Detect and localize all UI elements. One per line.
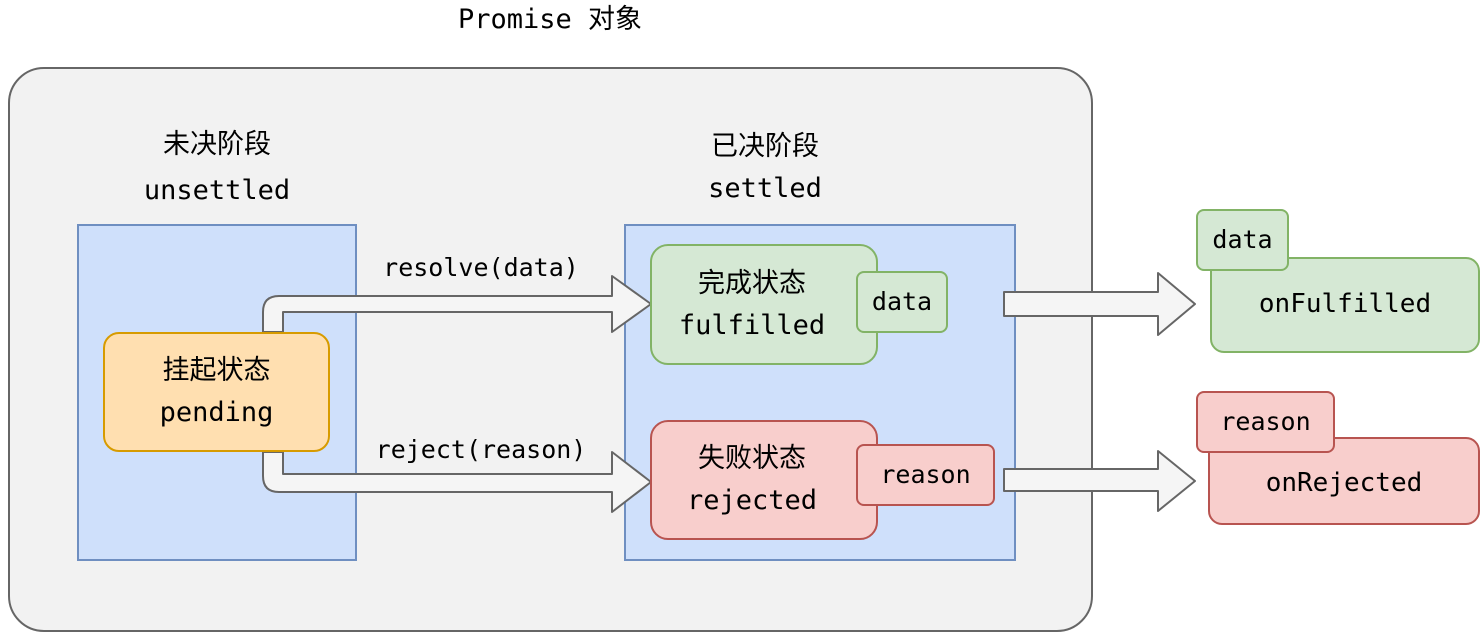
reject-transition-label: reject(reason) [356, 432, 606, 468]
reject-text: reject(reason) [375, 435, 587, 465]
on-fulfilled-tag-text: data [1212, 225, 1273, 255]
rejected-label-cn: 失败状态 [698, 443, 806, 475]
on-fulfilled-data-tag: data [1196, 209, 1289, 271]
unsettled-heading-en: unsettled [143, 175, 291, 206]
on-fulfilled-text: onFulfilled [1258, 288, 1432, 319]
fulfilled-state: 完成状态 fulfilled [650, 244, 878, 365]
unsettled-phase-heading: 未决阶段 unsettled [77, 118, 357, 218]
on-rejected-reason-tag: reason [1196, 391, 1335, 453]
pending-label-en: pending [159, 397, 274, 428]
data-tag-text: data [871, 287, 933, 317]
pending-label-cn: 挂起状态 [162, 355, 271, 387]
resolve-text: resolve(data) [383, 253, 579, 283]
rejected-label-en: rejected [686, 485, 818, 516]
settled-heading-en: settled [708, 173, 822, 204]
pending-state: 挂起状态 pending [103, 332, 330, 452]
resolve-transition-label: resolve(data) [356, 250, 606, 286]
fulfilled-label-cn: 完成状态 [698, 267, 806, 299]
on-fulfilled-handler: onFulfilled [1210, 257, 1480, 353]
on-rejected-tag-text: reason [1220, 407, 1311, 437]
fulfilled-data-tag: data [856, 271, 948, 333]
diagram-title: Promise 对象 [400, 2, 700, 38]
reason-tag-text: reason [880, 460, 971, 490]
fulfilled-label-en: fulfilled [678, 309, 826, 341]
on-rejected-handler: onRejected [1208, 437, 1480, 525]
settled-phase-heading: 已决阶段 settled [625, 122, 905, 214]
on-rejected-text: onRejected [1265, 467, 1423, 498]
settled-heading-cn: 已决阶段 [711, 131, 819, 163]
unsettled-heading-cn: 未决阶段 [163, 129, 271, 161]
rejected-reason-tag: reason [856, 444, 995, 506]
rejected-state: 失败状态 rejected [650, 420, 878, 540]
title-text: Promise 对象 [457, 4, 643, 36]
